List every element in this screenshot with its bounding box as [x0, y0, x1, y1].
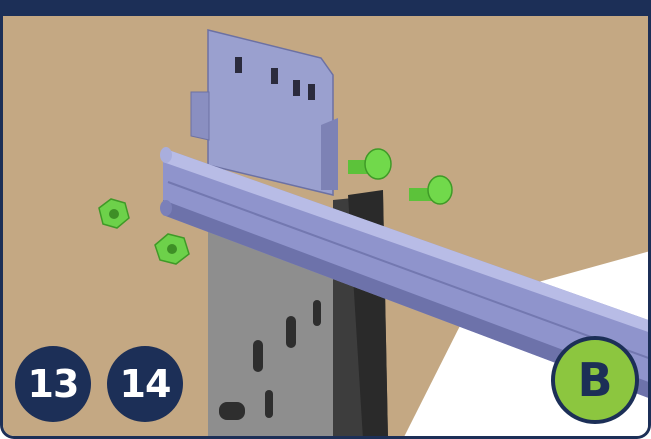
- step-13-badge: 13: [15, 346, 91, 422]
- variant-b-badge: B: [551, 336, 639, 424]
- step-14-badge: 14: [107, 346, 183, 422]
